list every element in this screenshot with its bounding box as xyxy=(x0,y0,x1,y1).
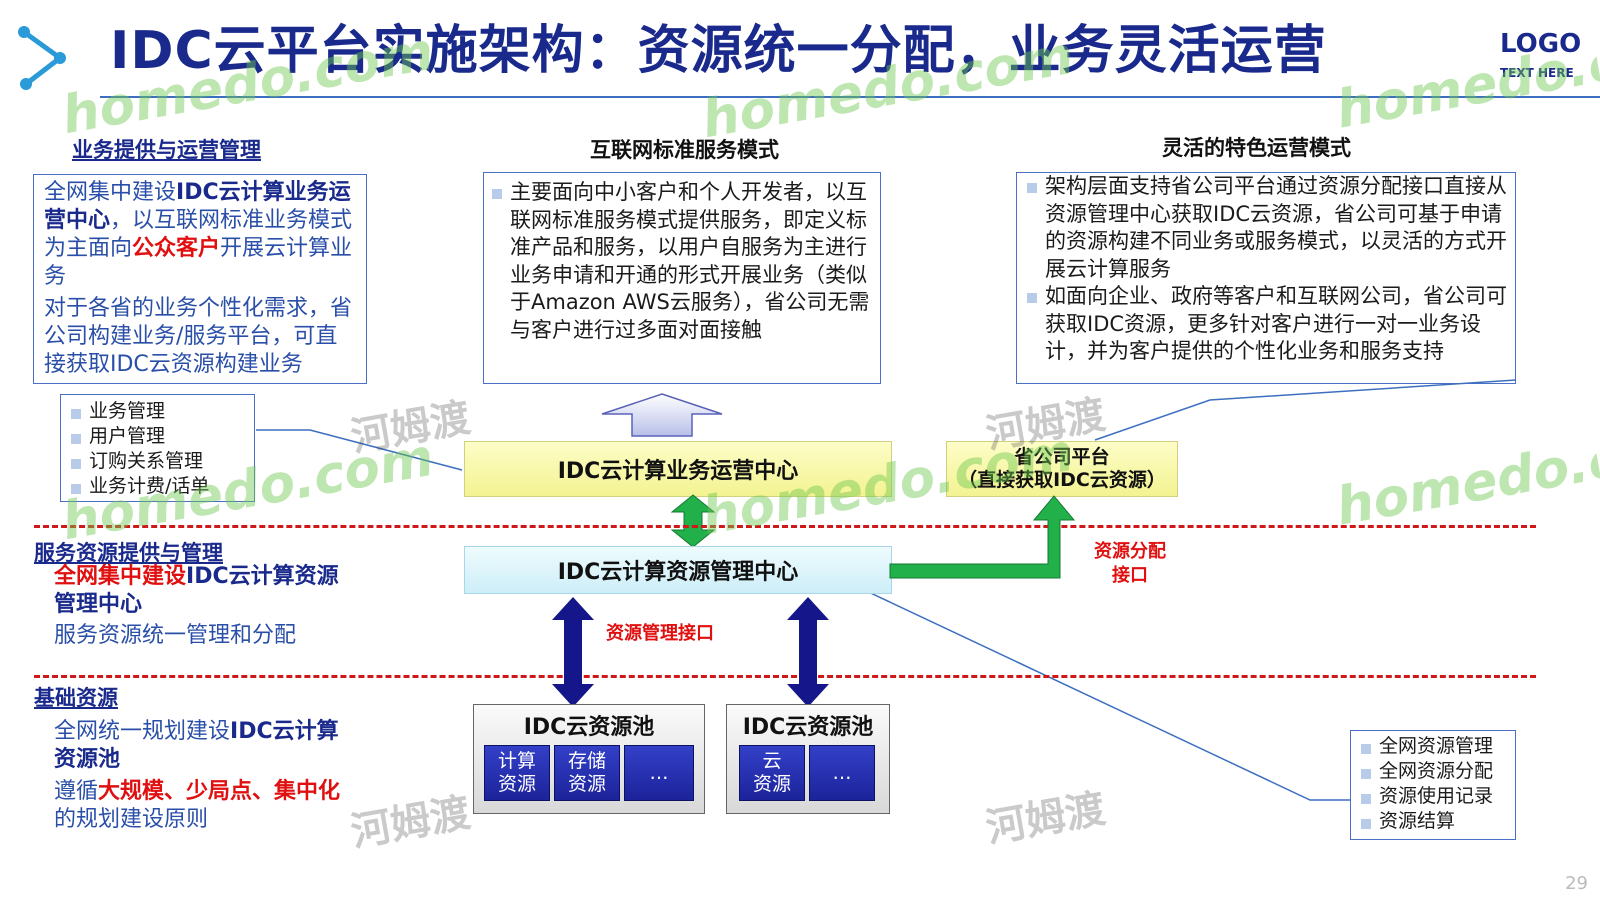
list-item: 业务管理 xyxy=(67,399,248,424)
more-resource-cell: … xyxy=(624,745,694,801)
pool1-arrow-icon xyxy=(552,597,594,707)
right-bullet-1: 架构层面支持省公司平台通过资源分配接口直接从资源管理中心获取IDC云资源，省公司… xyxy=(1023,173,1507,283)
list-item: 资源使用记录 xyxy=(1357,784,1509,809)
pool-2-title: IDC云资源池 xyxy=(742,715,874,740)
network-icon xyxy=(18,26,66,90)
province-platform-title: 省公司平台 xyxy=(1014,446,1110,468)
business-ops-text-2: 对于各省的业务个性化需求，省公司构建业务/服务平台，可直接获取IDC云资源构建业… xyxy=(44,296,353,377)
middle-box-text: 主要面向中小客户和个人开发者，以互联网标准服务模式提供服务，即定义标准产品和服务… xyxy=(488,179,874,344)
section-heading-resource-mgmt: 服务资源提供与管理 xyxy=(34,541,223,565)
pool2-arrow-icon xyxy=(787,597,829,707)
right-heading: 灵活的特色运营模式 xyxy=(1162,136,1351,160)
resource-center-box: IDC云计算资源管理中心 xyxy=(464,546,892,594)
ops-center-box: IDC云计算业务运营中心 xyxy=(464,441,892,497)
province-platform-box: 省公司平台 （直接获取IDC云资源） xyxy=(946,441,1178,497)
divider-dashed-2 xyxy=(34,675,1536,678)
more-resource-cell-2: … xyxy=(809,745,875,801)
divider-dashed-1 xyxy=(34,525,1536,528)
infra-text-1: 全网统一规划建设IDC云计算资源池 xyxy=(54,719,339,772)
logo: LOGO xyxy=(1500,29,1582,59)
resource-pool-2: IDC云资源池 云 资源 … xyxy=(726,704,890,814)
middle-box: 主要面向中小客户和个人开发者，以互联网标准服务模式提供服务，即定义标准产品和服务… xyxy=(483,172,881,384)
title-divider xyxy=(100,96,1600,98)
resource-pool-1: IDC云资源池 计算 资源 存储 资源 … xyxy=(473,704,705,814)
middle-heading: 互联网标准服务模式 xyxy=(590,138,779,162)
list-item: 订购关系管理 xyxy=(67,449,248,474)
business-ops-text-1: 全网集中建设IDC云计算业务运营中心，以互联网标准业务模式为主面向公众客户开展云… xyxy=(44,180,353,289)
compute-resource-cell: 计算 资源 xyxy=(484,745,550,801)
section-heading-business: 业务提供与运营管理 xyxy=(72,138,261,162)
business-function-list: 业务管理 用户管理 订购关系管理 业务计费/话单 xyxy=(60,394,255,502)
province-platform-subtitle: （直接获取IDC云资源） xyxy=(958,469,1166,491)
list-item: 全网资源管理 xyxy=(1357,734,1509,759)
list-item: 用户管理 xyxy=(67,424,248,449)
section-heading-infra: 基础资源 xyxy=(34,686,118,710)
business-ops-box: 全网集中建设IDC云计算业务运营中心，以互联网标准业务模式为主面向公众客户开展云… xyxy=(33,174,367,384)
page-title: IDC云平台实施架构：资源统一分配，业务灵活运营 xyxy=(110,21,1327,81)
page-number: 29 xyxy=(1565,873,1588,894)
up-arrow-icon xyxy=(601,393,723,437)
cloud-resource-cell: 云 资源 xyxy=(739,745,805,801)
resource-mgmt-text-2: 服务资源统一管理和分配 xyxy=(54,623,297,648)
resource-function-list: 全网资源管理 全网资源分配 资源使用记录 资源结算 xyxy=(1350,730,1516,840)
right-box: 架构层面支持省公司平台通过资源分配接口直接从资源管理中心获取IDC云资源，省公司… xyxy=(1016,172,1516,384)
mgmt-interface-label: 资源管理接口 xyxy=(606,623,714,644)
infra-text-2: 遵循大规模、少局点、集中化的规划建设原则 xyxy=(54,779,341,832)
resource-mgmt-text-1: 全网集中建设IDC云计算资源管理中心 xyxy=(54,564,339,617)
pool-1-title: IDC云资源池 xyxy=(523,715,655,740)
storage-resource-cell: 存储 资源 xyxy=(554,745,620,801)
logo-subtext: TEXT HERE xyxy=(1500,66,1574,80)
list-item: 全网资源分配 xyxy=(1357,759,1509,784)
list-item: 业务计费/话单 xyxy=(67,474,248,499)
list-item: 资源结算 xyxy=(1357,809,1509,834)
right-bullet-2: 如面向企业、政府等客户和互联网公司，省公司可获取IDC资源，更多针对客户进行一对… xyxy=(1023,283,1507,366)
allocation-arrow-icon xyxy=(889,495,1076,579)
allocation-interface-label: 资源分配 接口 xyxy=(1094,541,1166,586)
